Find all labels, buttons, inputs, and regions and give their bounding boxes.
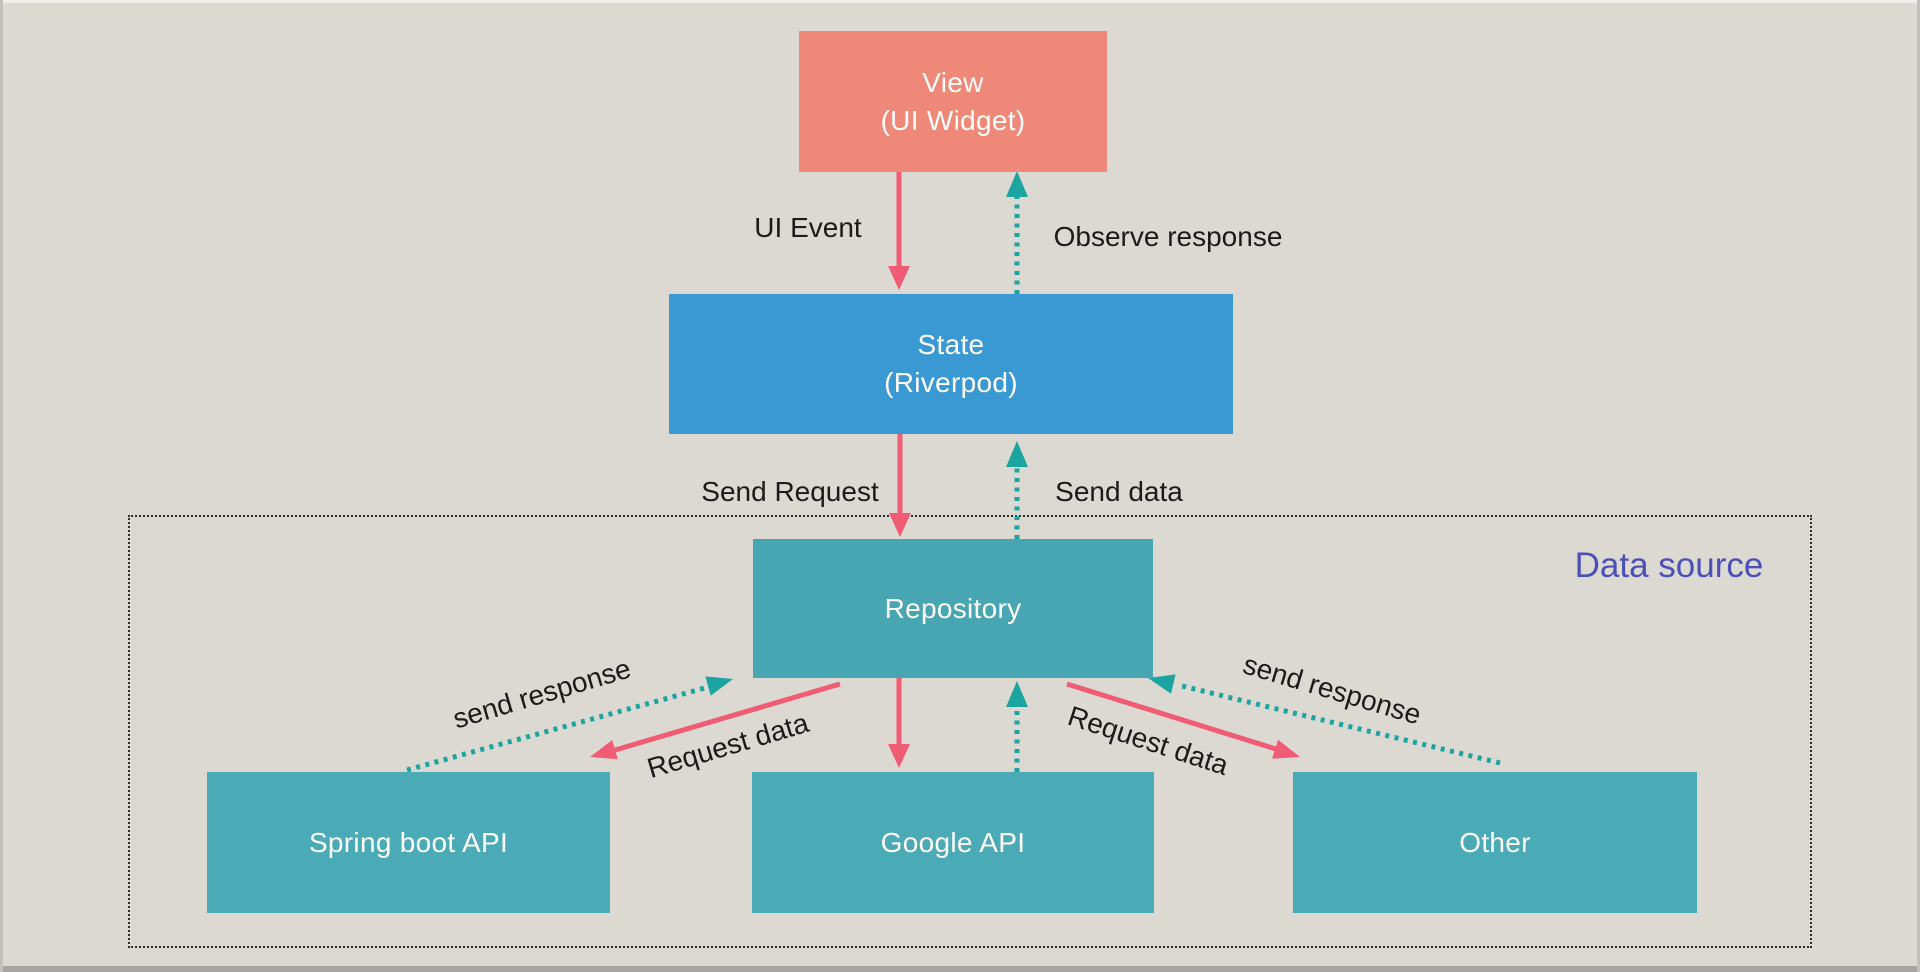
data-source-group-outline [128, 515, 1812, 948]
node-repository-label: Repository [884, 592, 1022, 624]
ui-event-label: UI Event [754, 212, 862, 243]
window-edge-left [0, 0, 3, 972]
node-view: View (UI Widget) [799, 31, 1107, 172]
window-edge-bottom [0, 966, 1920, 972]
send-data-label: Send data [1055, 476, 1183, 507]
node-google-api: Google API [752, 772, 1154, 913]
observe-response-label: Observe response [1053, 221, 1283, 252]
node-google-api-label: Google API [880, 826, 1026, 858]
ui-event-arrowhead [888, 266, 910, 290]
send-data-arrowhead [1006, 441, 1028, 467]
data-source-group-label: Data source [1574, 546, 1764, 585]
node-other: Other [1293, 772, 1697, 913]
node-spring-boot-api-label: Spring boot API [308, 826, 509, 858]
node-state: State (Riverpod) [669, 294, 1233, 434]
observe-response-arrowhead [1006, 171, 1028, 197]
send-request-label: Send Request [701, 476, 879, 507]
node-state-label-line2: (Riverpod) [884, 367, 1018, 398]
node-spring-boot-api: Spring boot API [207, 772, 610, 913]
node-state-label-line1: State [917, 329, 985, 360]
node-view-label-line2: (UI Widget) [880, 104, 1026, 136]
window-edge-right [1917, 0, 1920, 972]
node-other-label: Other [1459, 826, 1531, 858]
window-edge-top [0, 0, 1920, 3]
node-repository: Repository [753, 539, 1153, 678]
node-view-label-line1: View [922, 66, 984, 98]
